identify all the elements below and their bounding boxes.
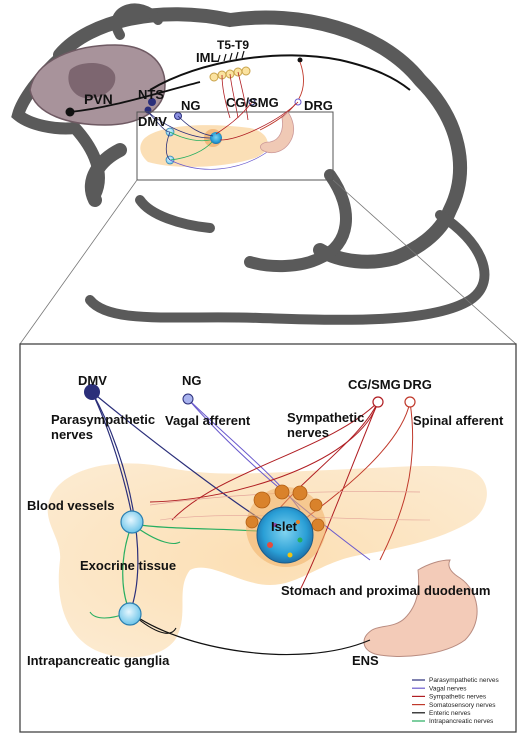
legend-label: Intrapancreatic nerves <box>429 718 494 725</box>
label-intrapancreatic-ganglia: Intrapancreatic ganglia <box>27 653 170 668</box>
label-sympathetic-nerves: Sympathetic nerves <box>287 410 368 440</box>
label-exocrine-tissue: Exocrine tissue <box>80 558 176 573</box>
node-label-cg-smg: CG/SMG <box>348 377 401 392</box>
label-dmv: DMV <box>138 114 167 129</box>
legend-label: Sympathetic nerves <box>429 694 487 701</box>
legend-label: Vagal nerves <box>429 685 467 692</box>
dmv-node <box>84 384 100 400</box>
nts-dot <box>148 98 156 106</box>
legend-label: Somatosensory nerves <box>429 702 496 709</box>
label-vagal-afferent: Vagal afferent <box>165 413 251 428</box>
ng-node <box>182 393 194 405</box>
islet <box>256 506 314 564</box>
label-spinal-segments: T5-T9 <box>217 38 249 52</box>
label-parasympathetic-line2: nerves <box>51 427 93 442</box>
label-drg: DRG <box>304 98 333 113</box>
stomach <box>363 559 478 657</box>
intrapancreatic-ganglion <box>118 602 142 626</box>
mouse-ear <box>111 3 163 40</box>
mouse-illustration <box>11 3 490 325</box>
spinal-cord-dot <box>297 57 303 63</box>
mouse-front-leg <box>135 195 215 233</box>
label-stomach: Stomach and proximal duodenum <box>281 583 490 598</box>
drg-node <box>404 396 416 408</box>
label-iml: IML <box>196 50 218 65</box>
legend-label: Parasympathetic nerves <box>429 677 499 684</box>
zoom-line-right <box>332 179 517 345</box>
node-label-ng: NG <box>182 373 202 388</box>
label-blood-vessels: Blood vessels <box>27 498 114 513</box>
mini-stomach <box>260 111 295 154</box>
mouse-hind-leg <box>244 169 352 273</box>
islet-acinar-cells <box>245 484 325 532</box>
label-parasympathetic-nerves: Parasympathetic nerves <box>51 412 159 442</box>
iml-ticks <box>217 50 245 63</box>
spinal-cord-line <box>149 54 411 91</box>
label-spinal-afferent: Spinal afferent <box>413 413 504 428</box>
node-label-drg: DRG <box>403 377 432 392</box>
cg-smg-node <box>372 396 384 408</box>
sympathetic-chain-lines <box>221 71 249 121</box>
label-ng: NG <box>181 98 201 113</box>
label-sympathetic-line1: Sympathetic <box>287 410 364 425</box>
pvn-dot <box>65 107 75 117</box>
label-islet: Islet <box>271 519 298 534</box>
mini-pancreas <box>140 101 299 170</box>
pvn-projection <box>69 81 201 113</box>
label-ens: ENS <box>352 653 379 668</box>
zoom-box <box>136 111 334 181</box>
label-nts: NTS <box>138 87 164 102</box>
label-parasympathetic-line1: Parasympathetic <box>51 412 155 427</box>
node-label-dmv: DMV <box>78 373 107 388</box>
islet-cell-dots <box>267 520 303 558</box>
label-cg-smg: CG/SMG <box>226 95 279 110</box>
blood-vessel-ganglion <box>120 510 144 534</box>
brain-region-highlight <box>68 63 116 99</box>
legend-label: Enteric nerves <box>429 710 471 717</box>
label-pvn: PVN <box>84 91 113 107</box>
mouse-tail <box>85 210 490 325</box>
zoom-line-left <box>19 179 138 345</box>
label-sympathetic-line2: nerves <box>287 425 329 440</box>
